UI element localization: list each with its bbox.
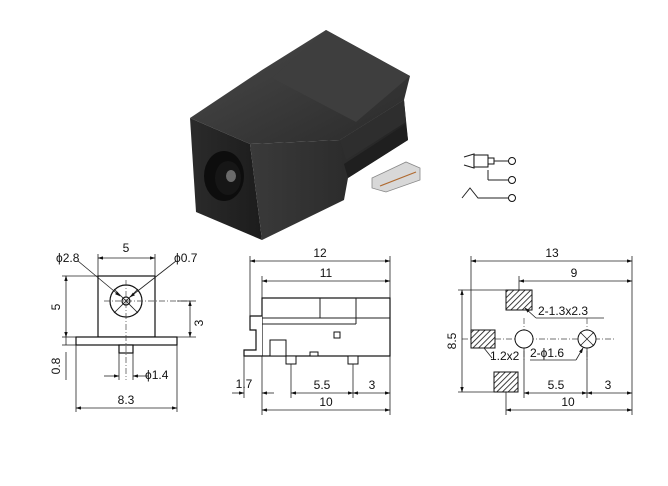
footprint-dim-hole-end: 3: [605, 378, 612, 392]
front-dim-hole: ϕ2.8: [56, 251, 80, 265]
front-dim-center-height: 3: [192, 319, 206, 326]
footprint-dim-height: 8.5: [445, 332, 459, 349]
front-dim-height: 5: [49, 303, 63, 310]
footprint-dim-pad: 1.2x2: [490, 349, 520, 363]
side-dim-left-offset: 1.7: [236, 377, 253, 391]
footprint-dim-hole-spacing: 5.5: [548, 378, 565, 392]
side-view-drawing: [232, 256, 391, 415]
footprint-dim-inner: 9: [571, 266, 578, 280]
footprint-dim-total: 13: [545, 246, 559, 260]
side-dim-body: 11: [320, 266, 333, 280]
schematic-symbol: [461, 153, 516, 202]
footprint-drawing: [458, 256, 633, 415]
side-dim-length: 10: [319, 395, 333, 409]
pad-left: [470, 329, 496, 349]
side-dim-pad-spacing: 5.5: [314, 378, 331, 392]
side-dim-pad-end: 3: [369, 378, 376, 392]
front-dim-base: 0.8: [49, 357, 63, 374]
front-dim-pin: ϕ0.7: [174, 251, 198, 265]
footprint-dim-length: 10: [561, 395, 575, 409]
footprint-dim-holes: 2-ϕ1.6: [530, 346, 564, 360]
front-dim-base-width: 8.3: [118, 393, 135, 407]
slot-pad-bottom: [493, 371, 519, 393]
front-view-drawing: [62, 254, 196, 412]
slot-pad-top: [505, 289, 533, 311]
side-dim-total: 12: [313, 246, 327, 260]
front-dim-width: 5: [123, 241, 130, 255]
front-dim-peg: ϕ1.4: [145, 368, 169, 382]
connector-product-image: [190, 30, 421, 240]
footprint-dim-slot: 2-1.3x2.3: [538, 304, 588, 318]
